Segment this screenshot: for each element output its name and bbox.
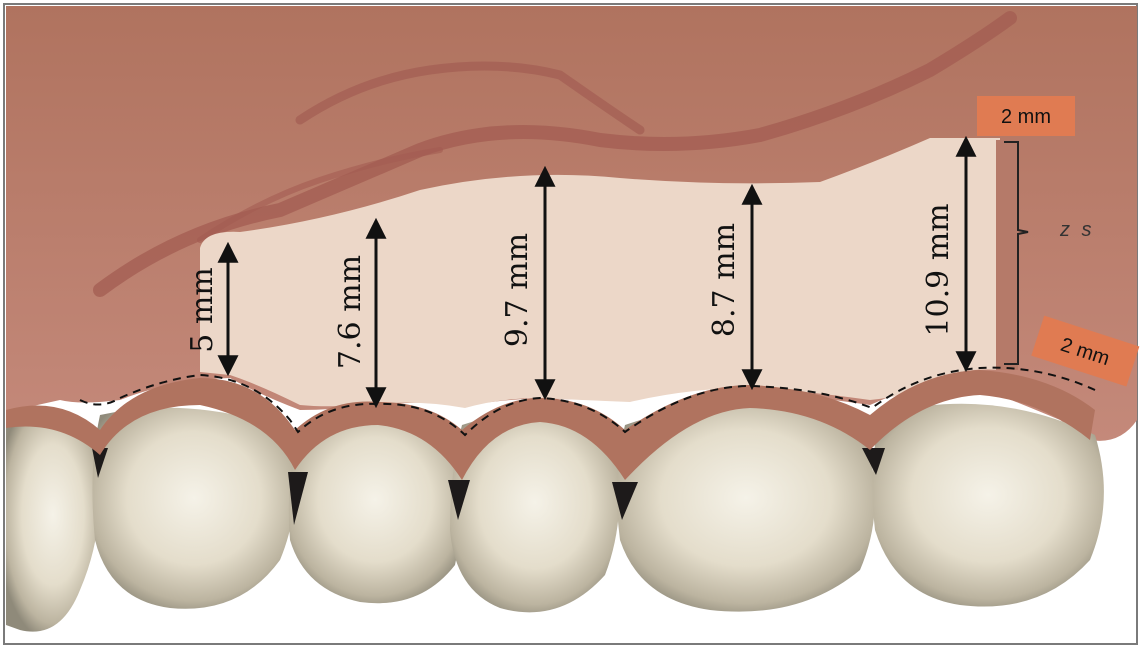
measurement-label-1: 5 mm <box>185 267 220 353</box>
measurement-label-2: 7.6 mm <box>333 255 368 369</box>
measurement-label-4: 8.7 mm <box>707 223 742 337</box>
graft-right-strip <box>996 140 1018 370</box>
zone-label: z s <box>1059 219 1095 241</box>
teeth-row <box>6 404 1104 632</box>
tooth-6 <box>872 404 1103 607</box>
top-tag-label: 2 mm <box>1001 106 1051 128</box>
measurement-label-5: 10.9 mm <box>921 203 956 336</box>
measurement-label-3: 9.7 mm <box>500 233 535 347</box>
